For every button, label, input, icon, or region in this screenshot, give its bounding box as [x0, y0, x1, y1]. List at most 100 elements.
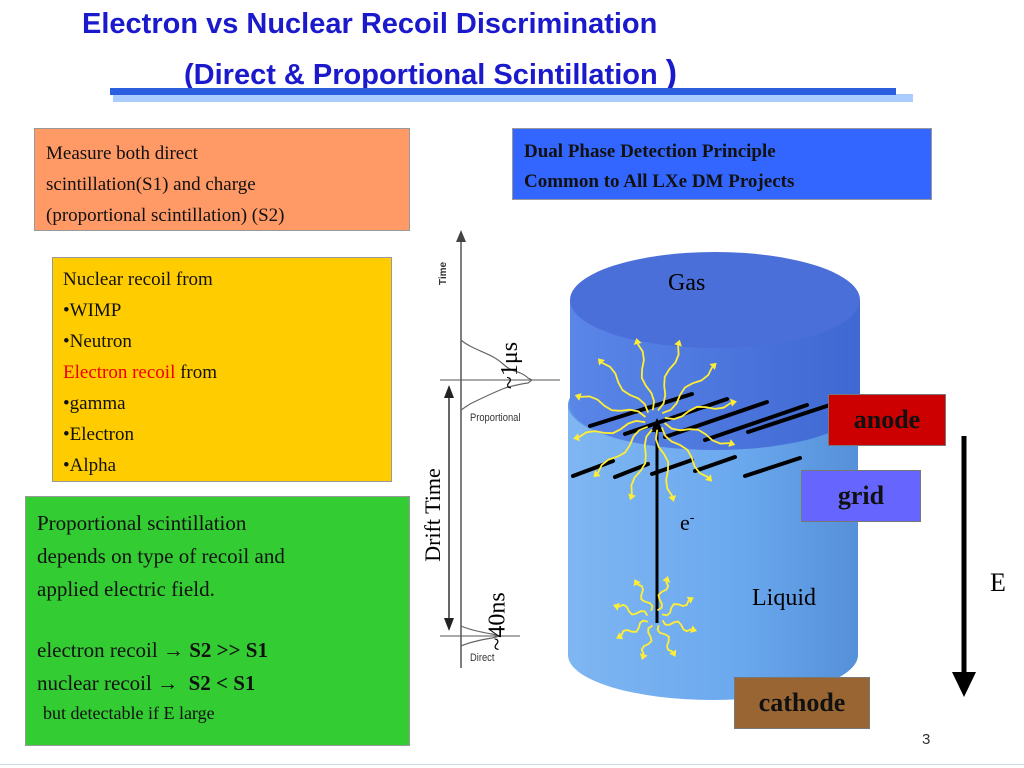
cathode-text: cathode: [758, 688, 846, 717]
footer-line: [0, 764, 1024, 765]
proportional-box: Proportional scintillation depends on ty…: [25, 496, 410, 746]
slide-title-paren: ): [665, 54, 678, 92]
direct-ray: [656, 624, 674, 653]
direct-light-rays: [612, 575, 698, 661]
timing-plot: [440, 230, 560, 668]
grid-wires: [571, 455, 802, 479]
drift-time-arrow-bottom: [444, 618, 454, 631]
drift-time-arrow-top: [444, 385, 454, 398]
principle-line-1: Dual Phase Detection Principle: [524, 141, 776, 162]
page-number: 3: [922, 731, 931, 748]
electron-label: e-: [680, 510, 694, 536]
prop-line-1: Proportional scintillation: [37, 511, 247, 535]
proportional-ray: [664, 422, 730, 445]
recoil-line-5: •gamma: [63, 393, 126, 414]
proportional-ray-head: [728, 439, 736, 447]
direct-ray: [636, 583, 654, 612]
direct-ray-head: [633, 579, 641, 587]
proportional-ray: [601, 361, 650, 414]
proportional-ray-head: [573, 433, 580, 442]
proportional-ray-head: [633, 338, 642, 345]
proportional-ray-head: [597, 358, 605, 366]
proportional-ray: [578, 419, 646, 439]
prop-line-2: depends on type of recoil and: [37, 544, 285, 568]
proportional-ray: [654, 429, 674, 497]
recoil-line-4: Electron recoil from: [63, 357, 391, 388]
time-axis-label: Time: [438, 261, 450, 286]
direct-ray-head: [686, 596, 694, 604]
direct-width-label: ~40ns: [484, 592, 511, 651]
recoil-line-7: •Alpha: [63, 455, 117, 476]
slide-title-line1: Electron vs Nuclear Recoil Discriminatio…: [82, 8, 658, 40]
field-label: E: [990, 568, 1006, 597]
slide-title-line2: (Direct & Proportional Scintillation ): [184, 54, 677, 93]
er-label: electron recoil →: [37, 638, 184, 662]
nr-label: nuclear recoil →: [37, 671, 179, 695]
field-arrow: [952, 436, 976, 697]
recoil-line-3: •Neutron: [63, 331, 132, 352]
direct-ray: [661, 619, 692, 633]
title-underline-shadow: [113, 94, 913, 102]
direct-pulse-trace: [460, 625, 501, 647]
direct-ray: [640, 624, 654, 655]
proportional-ray-head: [668, 495, 677, 502]
proportional-ray-head: [705, 474, 713, 482]
detector-cylinder: [568, 252, 860, 700]
proportional-ray: [580, 395, 646, 418]
measure-line-2: scintillation(S1) and charge: [46, 174, 256, 195]
anode-label: anode: [828, 394, 946, 446]
proportional-pulse-trace: [460, 339, 534, 411]
proportional-ray-head: [674, 339, 682, 347]
proportional-label: Proportional: [470, 412, 521, 424]
recoil-line-1: Nuclear recoil from: [63, 269, 213, 290]
recoil-line-6: •Electron: [63, 424, 135, 445]
drift-time-label: Drift Time: [419, 468, 445, 562]
direct-ray-head: [612, 602, 620, 611]
grid-label: grid: [801, 470, 921, 522]
proportional-ray-head: [574, 393, 582, 401]
proportional-ray: [660, 426, 709, 479]
principle-line-2: Common to All LXe DM Projects: [524, 171, 795, 192]
liquid-volume: [568, 405, 858, 700]
direct-ray: [656, 581, 670, 612]
measure-line-1: Measure both direct: [46, 143, 198, 164]
direct-ray: [661, 599, 690, 617]
er-relation: S2 >> S1: [189, 638, 268, 662]
electron-charge: -: [689, 510, 695, 526]
prop-nr-line: nuclear recoil → S2 < S1: [37, 667, 409, 700]
proportional-ray: [630, 429, 653, 495]
proportional-ray: [596, 425, 649, 474]
proportional-ray-head: [593, 470, 601, 478]
direct-label: Direct: [470, 652, 495, 664]
proportional-ray-head: [730, 398, 737, 407]
proportional-light-rays: [573, 338, 737, 502]
slide-title-line2-text: (Direct & Proportional Scintillation: [184, 59, 658, 91]
electron-recoil-text: Electron recoil: [63, 362, 176, 383]
prop-note: but detectable if E large: [43, 703, 215, 723]
prop-line-3: applied electric field.: [37, 577, 215, 601]
direct-ray-head: [639, 653, 648, 661]
principle-box: Dual Phase Detection Principle Common to…: [512, 128, 932, 200]
proportional-ray-head: [628, 493, 636, 501]
direct-ray-head: [616, 632, 624, 640]
anode-text: anode: [853, 405, 921, 434]
gas-label: Gas: [668, 270, 706, 296]
proportional-width-label: ~1μs: [497, 341, 524, 390]
measure-box: Measure both direct scintillation(S1) an…: [34, 128, 410, 231]
prop-er-line: electron recoil → S2 >> S1: [37, 634, 409, 667]
proportional-ray-head: [709, 362, 717, 370]
recoil-box: Nuclear recoil from •WIMP •Neutron Elect…: [52, 257, 392, 482]
direct-ray-head: [662, 575, 671, 583]
direct-ray: [618, 603, 649, 617]
cathode-label: cathode: [734, 677, 870, 729]
proportional-ray: [661, 366, 714, 415]
electron-symbol: e: [680, 510, 690, 535]
title-underline: [110, 88, 896, 95]
grid-text: grid: [837, 481, 885, 510]
gas-top: [570, 252, 860, 348]
direct-ray-head: [669, 649, 677, 657]
recoil-line-2: •WIMP: [63, 300, 122, 321]
time-axis-arrow: [456, 230, 466, 242]
proportional-ray: [636, 343, 656, 411]
